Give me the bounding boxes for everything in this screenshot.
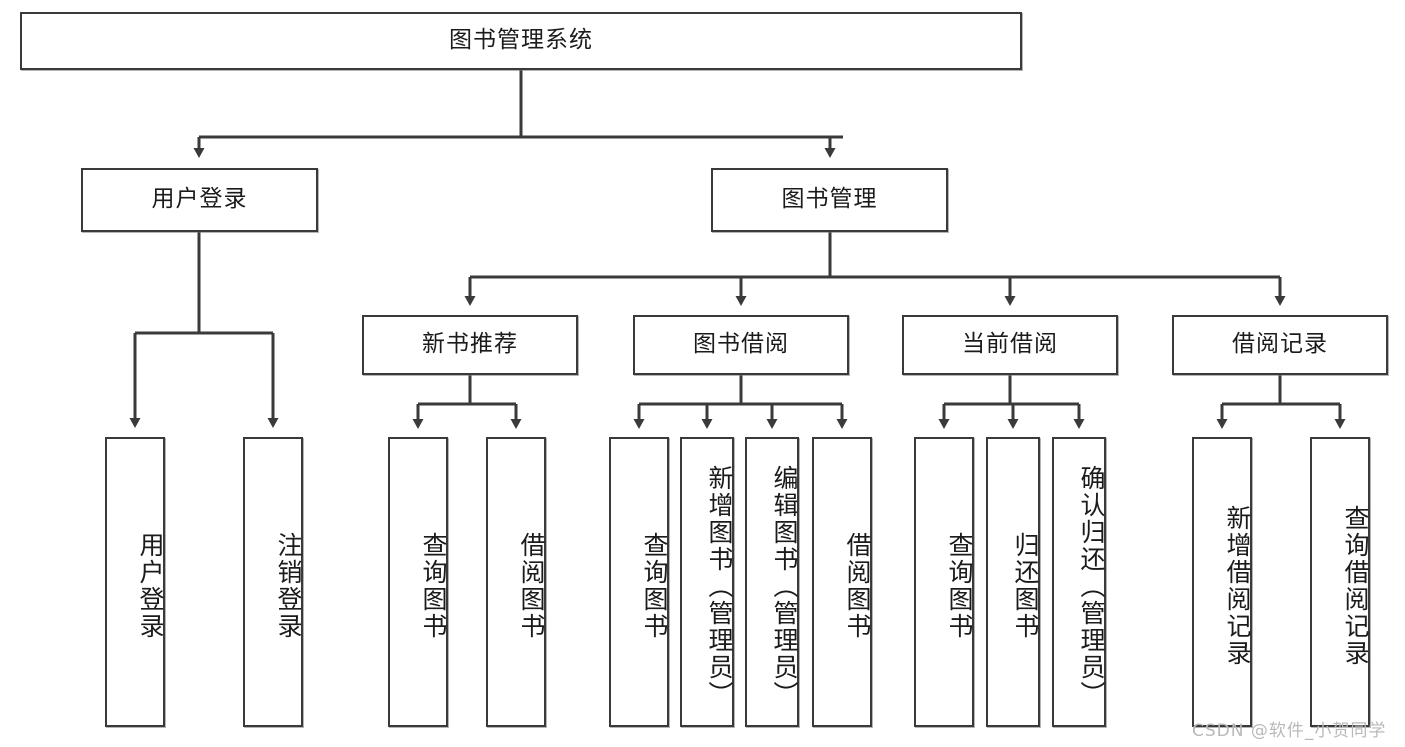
node-leaf-query-borrow-record[interactable]: 查询借阅记录 — [1310, 437, 1370, 727]
node-leaf-confirm-return[interactable]: 确认归还（管理员） — [1052, 437, 1106, 727]
node-root[interactable]: 图书管理系统 — [20, 12, 1022, 70]
node-leaf-query-book-borrow-label: 查询图书 — [640, 532, 669, 640]
node-leaf-query-book-current[interactable]: 查询图书 — [914, 437, 974, 727]
node-leaf-add-borrow-record-label: 新增借阅记录 — [1223, 505, 1252, 667]
node-leaf-query-book-current-label: 查询图书 — [945, 532, 974, 640]
node-leaf-query-book-recommend-label: 查询图书 — [419, 532, 448, 640]
node-book-management[interactable]: 图书管理 — [711, 168, 948, 232]
node-leaf-logout-label: 注销登录 — [274, 532, 303, 640]
csdn-watermark-text: CSDN @软件_小贺同学 — [1192, 721, 1387, 741]
node-leaf-borrow-book-recommend[interactable]: 借阅图书 — [486, 437, 546, 727]
node-leaf-borrow-book[interactable]: 借阅图书 — [812, 437, 872, 727]
node-user-login-label: 用户登录 — [151, 186, 248, 213]
node-book-borrow[interactable]: 图书借阅 — [633, 315, 849, 375]
node-leaf-logout[interactable]: 注销登录 — [243, 437, 303, 727]
node-borrow-record-label: 借阅记录 — [1232, 331, 1328, 358]
node-leaf-return-book-label: 归还图书 — [1011, 532, 1040, 640]
node-book-borrow-label: 图书借阅 — [693, 331, 789, 358]
node-user-login[interactable]: 用户登录 — [81, 168, 318, 232]
node-leaf-user-login-label: 用户登录 — [136, 532, 165, 640]
node-leaf-query-book-recommend[interactable]: 查询图书 — [388, 437, 448, 727]
csdn-watermark: CSDN @软件_小贺同学 — [1192, 716, 1386, 741]
node-leaf-edit-book-label: 编辑图书（管理员） — [770, 464, 799, 708]
node-new-book-recommend-label: 新书推荐 — [422, 331, 518, 358]
node-leaf-query-borrow-record-label: 查询借阅记录 — [1341, 505, 1370, 667]
node-leaf-add-borrow-record[interactable]: 新增借阅记录 — [1192, 437, 1252, 727]
node-current-borrow[interactable]: 当前借阅 — [902, 315, 1118, 375]
node-leaf-query-book-borrow[interactable]: 查询图书 — [609, 437, 669, 727]
node-leaf-add-book-label: 新增图书（管理员） — [705, 464, 734, 708]
node-leaf-borrow-book-label: 借阅图书 — [843, 532, 872, 640]
node-book-management-label: 图书管理 — [781, 186, 878, 213]
node-leaf-user-login[interactable]: 用户登录 — [105, 437, 165, 727]
node-current-borrow-label: 当前借阅 — [962, 331, 1058, 358]
node-borrow-record[interactable]: 借阅记录 — [1172, 315, 1388, 375]
node-leaf-return-book[interactable]: 归还图书 — [986, 437, 1040, 727]
node-root-label: 图书管理系统 — [449, 27, 593, 54]
node-leaf-borrow-book-recommend-label: 借阅图书 — [517, 532, 546, 640]
node-leaf-add-book[interactable]: 新增图书（管理员） — [680, 437, 734, 727]
node-new-book-recommend[interactable]: 新书推荐 — [362, 315, 578, 375]
node-leaf-confirm-return-label: 确认归还（管理员） — [1077, 464, 1106, 708]
node-leaf-edit-book[interactable]: 编辑图书（管理员） — [745, 437, 799, 727]
